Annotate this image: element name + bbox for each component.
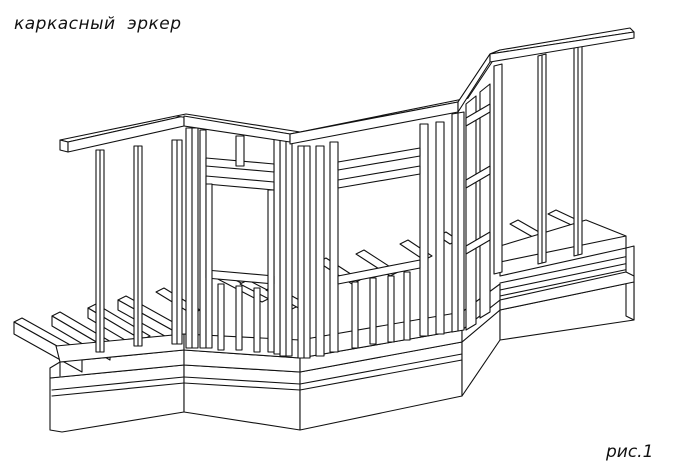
bay-wall-frame xyxy=(297,111,465,359)
figure-label: рис.1 xyxy=(606,442,654,462)
foundation xyxy=(49,245,635,433)
center-wall-frame xyxy=(185,127,293,357)
drawing-title: каркасный эркер xyxy=(14,14,182,34)
right-wall-frame xyxy=(465,45,583,331)
left-wall-studs xyxy=(95,139,183,353)
top-plates xyxy=(59,27,635,153)
